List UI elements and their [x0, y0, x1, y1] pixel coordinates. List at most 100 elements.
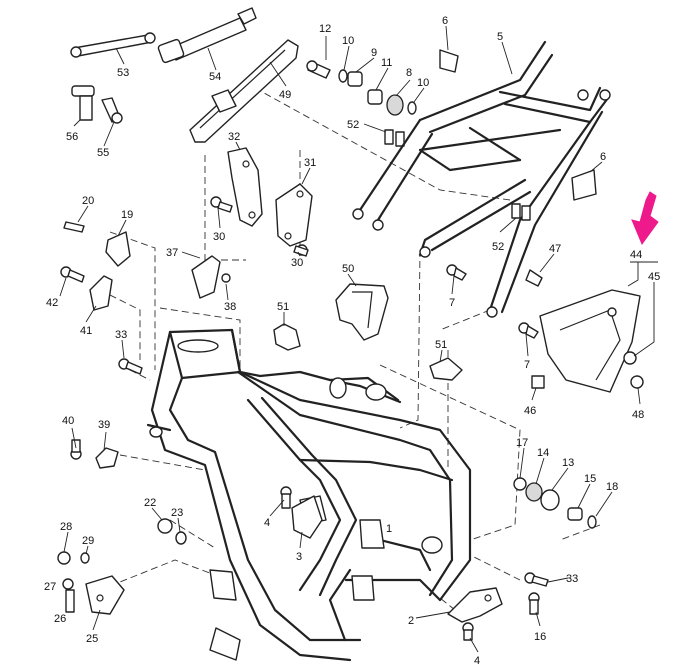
part-23-washer — [175, 531, 187, 545]
part-22-nut — [157, 518, 173, 534]
part-11-collar — [367, 89, 383, 105]
callout-6-lower: 6 — [600, 151, 606, 163]
part-30-bolt-b — [293, 244, 309, 257]
part-10-washer — [338, 69, 348, 83]
part-38-screw — [221, 273, 231, 283]
callout-7-upper: 7 — [449, 297, 455, 309]
callout-9: 9 — [371, 47, 377, 59]
callout-labels: 53 54 49 56 55 12 10 9 11 8 10 52 6 5 6 … — [44, 15, 660, 667]
part-13-bushing — [540, 489, 560, 511]
part-18-washer — [587, 515, 597, 529]
callout-28: 28 — [60, 521, 72, 533]
callout-18: 18 — [606, 481, 618, 493]
callout-51-upper: 51 — [277, 301, 289, 313]
callout-38: 38 — [224, 301, 236, 313]
assembly-guide-lines — [99, 87, 621, 611]
part-48-nut — [630, 375, 644, 389]
part-33-bolt-b — [524, 572, 549, 587]
callout-56: 56 — [66, 131, 78, 143]
callout-4-lower: 4 — [474, 655, 480, 667]
callout-30-left: 30 — [213, 231, 225, 243]
part-55-bolt — [101, 97, 123, 124]
part-16-bolt — [528, 592, 540, 615]
callout-6-upper: 6 — [442, 15, 448, 27]
part-39-clamp — [95, 447, 119, 469]
callout-2: 2 — [408, 615, 414, 627]
callout-12: 12 — [319, 23, 331, 35]
callout-16: 16 — [534, 631, 546, 643]
callout-50: 50 — [342, 263, 354, 275]
part-54-socket-wrench — [157, 7, 257, 64]
part-53-wrench — [70, 32, 156, 58]
part-52-fastener-a — [384, 129, 405, 147]
part-4-bolt-a — [280, 486, 292, 509]
callout-52-upper: 52 — [347, 119, 359, 131]
part-40-bolt — [70, 439, 82, 460]
part-2-bracket — [447, 587, 503, 623]
callout-40: 40 — [62, 415, 74, 427]
part-41-holder — [89, 275, 113, 311]
part-33-bolt-a — [118, 358, 143, 375]
part-50-guard — [335, 283, 389, 341]
part-7-bolt-a — [446, 264, 467, 281]
highlight-arrow-icon — [631, 191, 659, 246]
callout-1: 1 — [386, 523, 392, 535]
part-19-holder — [105, 231, 131, 267]
callout-15: 15 — [584, 473, 596, 485]
callout-3: 3 — [296, 551, 302, 563]
callout-23: 23 — [171, 507, 183, 519]
callout-53: 53 — [117, 67, 129, 79]
callout-42: 42 — [46, 297, 58, 309]
part-8-bearing — [386, 94, 404, 116]
part-51-clamp-a — [273, 323, 301, 351]
callout-39: 39 — [98, 419, 110, 431]
part-3-bracket — [291, 495, 323, 539]
part-47-bolt — [525, 269, 543, 287]
callout-10-upper: 10 — [342, 35, 354, 47]
part-28-nut — [57, 551, 71, 565]
callout-47: 47 — [549, 243, 561, 255]
callout-19: 19 — [121, 209, 133, 221]
part-42-bolt — [60, 266, 85, 283]
part-31-bracket — [275, 183, 313, 247]
callout-20: 20 — [82, 195, 94, 207]
main-frame — [146, 328, 472, 662]
callout-49: 49 — [279, 89, 291, 101]
part-20-clip — [63, 221, 85, 233]
part-14-bearing — [525, 482, 543, 502]
callout-54: 54 — [209, 71, 221, 83]
callout-33-upper: 33 — [115, 329, 127, 341]
part-9-collar — [347, 71, 363, 87]
callout-46: 46 — [524, 405, 536, 417]
part-30-bolt-a — [210, 196, 233, 213]
leader-lines — [59, 25, 655, 653]
part-15-collar — [567, 507, 583, 521]
callout-44: 44 — [630, 249, 642, 261]
callout-14: 14 — [537, 447, 549, 459]
callout-30-right: 30 — [291, 257, 303, 269]
part-25-bracket — [85, 575, 125, 615]
part-27-collar — [62, 578, 74, 590]
callout-8: 8 — [406, 67, 412, 79]
part-4-bolt-b — [462, 622, 474, 641]
callout-10-lower: 10 — [417, 77, 429, 89]
callout-7-lower: 7 — [524, 359, 530, 371]
part-56-collar — [71, 85, 95, 121]
callout-27: 27 — [44, 581, 56, 593]
callout-11: 11 — [381, 57, 392, 69]
callout-48: 48 — [632, 409, 644, 421]
callout-25: 25 — [86, 633, 98, 645]
callout-32: 32 — [228, 131, 240, 143]
callout-52-lower: 52 — [492, 241, 504, 253]
callout-33-lower: 33 — [566, 573, 578, 585]
callout-45: 45 — [648, 271, 660, 283]
part-7-bolt-b — [518, 322, 539, 339]
part-12-pivot-bolt — [306, 60, 331, 79]
callout-13: 13 — [562, 457, 574, 469]
part-37-guide — [191, 255, 221, 299]
callout-5: 5 — [497, 31, 503, 43]
part-44-bracket — [539, 289, 641, 393]
part-26-bolt — [65, 589, 75, 613]
